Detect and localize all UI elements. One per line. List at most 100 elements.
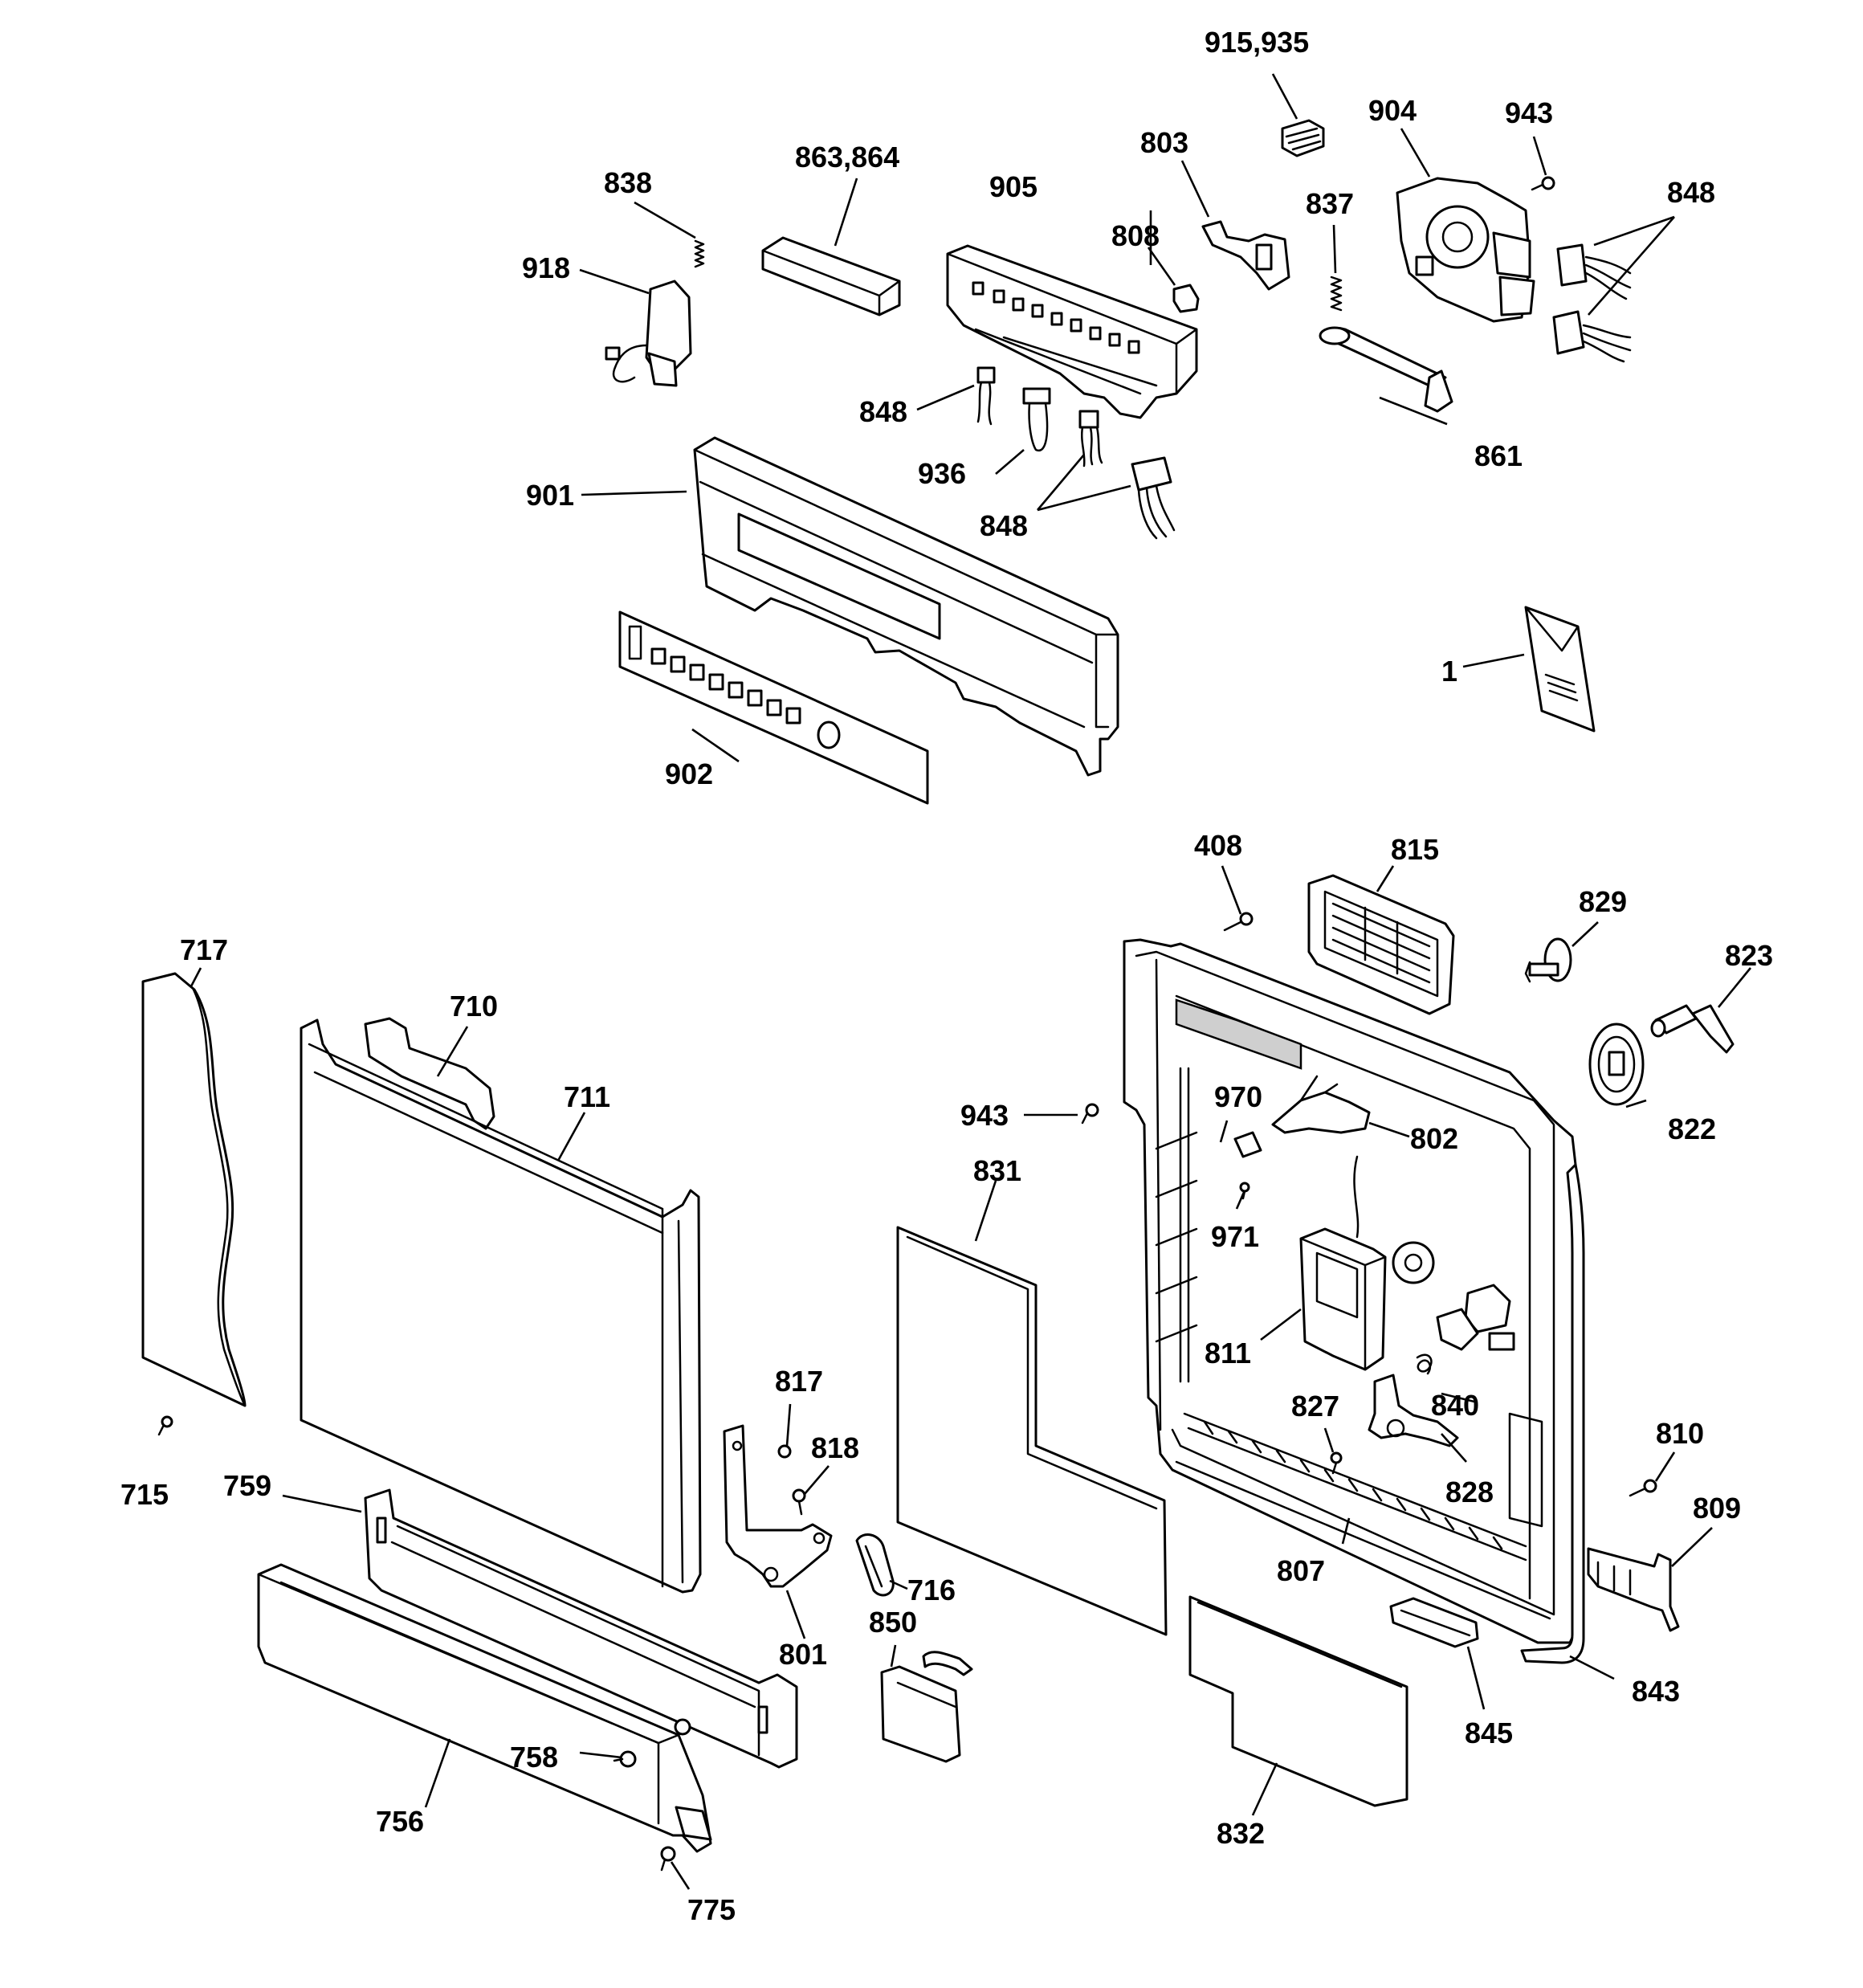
callout-labels: 915,935 904 943 848 803 863,864 838 905 … bbox=[120, 26, 1773, 1926]
callout-850: 850 bbox=[869, 1606, 917, 1639]
callout-710: 710 bbox=[450, 990, 498, 1023]
callout-807: 807 bbox=[1277, 1554, 1325, 1587]
part-845 bbox=[1389, 1597, 1479, 1648]
callout-848-mid-left: 848 bbox=[859, 395, 907, 428]
callout-803: 803 bbox=[1140, 126, 1188, 159]
callout-971: 971 bbox=[1211, 1220, 1259, 1253]
callout-831: 831 bbox=[973, 1154, 1021, 1187]
leader-lines bbox=[190, 73, 1752, 1890]
part-717 bbox=[141, 972, 247, 1407]
callout-1: 1 bbox=[1441, 655, 1457, 688]
part-802 bbox=[1271, 1075, 1371, 1134]
callout-827: 827 bbox=[1291, 1390, 1339, 1423]
part-827 bbox=[1330, 1451, 1343, 1475]
callout-943-mid: 943 bbox=[960, 1099, 1009, 1132]
callout-832: 832 bbox=[1217, 1817, 1265, 1850]
callout-756: 756 bbox=[376, 1805, 424, 1838]
part-711 bbox=[300, 1018, 702, 1594]
callout-822: 822 bbox=[1668, 1112, 1716, 1145]
part-828 bbox=[1368, 1374, 1459, 1447]
part-1 bbox=[1524, 606, 1596, 733]
callout-815: 815 bbox=[1391, 833, 1439, 866]
part-831 bbox=[896, 1226, 1168, 1636]
callout-915-935: 915,935 bbox=[1205, 26, 1309, 59]
part-904 bbox=[1396, 177, 1535, 323]
callout-828: 828 bbox=[1445, 1476, 1494, 1508]
callout-802: 802 bbox=[1410, 1122, 1458, 1155]
part-843 bbox=[1520, 1163, 1585, 1664]
callout-829: 829 bbox=[1579, 885, 1627, 918]
part-811 bbox=[1299, 1227, 1515, 1371]
callout-904: 904 bbox=[1368, 94, 1417, 127]
part-758 bbox=[613, 1750, 637, 1768]
part-810 bbox=[1629, 1479, 1657, 1497]
callout-759: 759 bbox=[223, 1469, 271, 1502]
part-775 bbox=[660, 1846, 676, 1872]
part-408 bbox=[1223, 912, 1254, 932]
part-808 bbox=[1172, 284, 1200, 313]
callout-809: 809 bbox=[1693, 1492, 1741, 1525]
callout-918: 918 bbox=[522, 251, 570, 284]
part-863-864 bbox=[761, 236, 901, 316]
callout-901: 901 bbox=[526, 479, 574, 512]
part-850 bbox=[880, 1651, 973, 1763]
callout-775: 775 bbox=[687, 1893, 736, 1926]
part-848-tr bbox=[1552, 243, 1632, 363]
part-809 bbox=[1587, 1547, 1680, 1632]
callout-801: 801 bbox=[779, 1638, 827, 1671]
callout-716: 716 bbox=[907, 1574, 956, 1606]
callout-970: 970 bbox=[1214, 1080, 1262, 1113]
part-943-mid bbox=[1081, 1103, 1099, 1125]
part-840 bbox=[1416, 1353, 1433, 1375]
callout-811: 811 bbox=[1205, 1337, 1251, 1370]
callout-810: 810 bbox=[1656, 1417, 1704, 1450]
callout-943-top: 943 bbox=[1505, 96, 1553, 129]
callout-817: 817 bbox=[775, 1365, 823, 1398]
callout-715: 715 bbox=[120, 1478, 169, 1511]
callout-808: 808 bbox=[1111, 219, 1160, 252]
callout-717: 717 bbox=[180, 933, 228, 966]
part-915-935 bbox=[1281, 119, 1325, 157]
callout-837: 837 bbox=[1306, 187, 1354, 220]
part-848-mc bbox=[1078, 410, 1176, 540]
callout-845: 845 bbox=[1465, 1717, 1513, 1749]
callout-818: 818 bbox=[811, 1431, 859, 1464]
callout-905: 905 bbox=[989, 170, 1037, 203]
callout-902: 902 bbox=[665, 757, 713, 790]
callout-840: 840 bbox=[1431, 1389, 1479, 1422]
part-822 bbox=[1588, 1023, 1645, 1106]
part-943-top bbox=[1531, 176, 1555, 191]
callout-823: 823 bbox=[1725, 939, 1773, 972]
part-838 bbox=[694, 239, 705, 268]
part-970 bbox=[1233, 1131, 1262, 1158]
callout-936: 936 bbox=[918, 457, 966, 490]
callout-408: 408 bbox=[1194, 829, 1242, 862]
callout-711: 711 bbox=[564, 1080, 610, 1113]
callout-848-mid-center: 848 bbox=[980, 509, 1028, 542]
part-818 bbox=[792, 1488, 806, 1516]
part-832 bbox=[1188, 1595, 1408, 1807]
part-756 bbox=[257, 1563, 712, 1853]
part-837 bbox=[1330, 276, 1343, 312]
part-861 bbox=[1319, 326, 1453, 413]
callout-848-top-right: 848 bbox=[1667, 176, 1715, 209]
part-918 bbox=[605, 280, 692, 387]
part-902 bbox=[618, 610, 929, 805]
part-815 bbox=[1307, 874, 1455, 1015]
callout-758: 758 bbox=[510, 1741, 558, 1774]
part-901 bbox=[693, 436, 1119, 777]
part-759 bbox=[364, 1488, 798, 1769]
callout-838: 838 bbox=[604, 166, 652, 199]
part-817 bbox=[777, 1444, 792, 1459]
part-829 bbox=[1524, 937, 1572, 983]
part-710 bbox=[364, 1017, 495, 1130]
part-936 bbox=[1022, 387, 1051, 452]
part-848-ml bbox=[976, 366, 996, 426]
part-905 bbox=[946, 244, 1198, 419]
callout-861: 861 bbox=[1474, 439, 1523, 472]
callout-863-864: 863,864 bbox=[795, 141, 899, 173]
part-823 bbox=[1650, 1004, 1735, 1054]
part-801 bbox=[723, 1424, 833, 1588]
